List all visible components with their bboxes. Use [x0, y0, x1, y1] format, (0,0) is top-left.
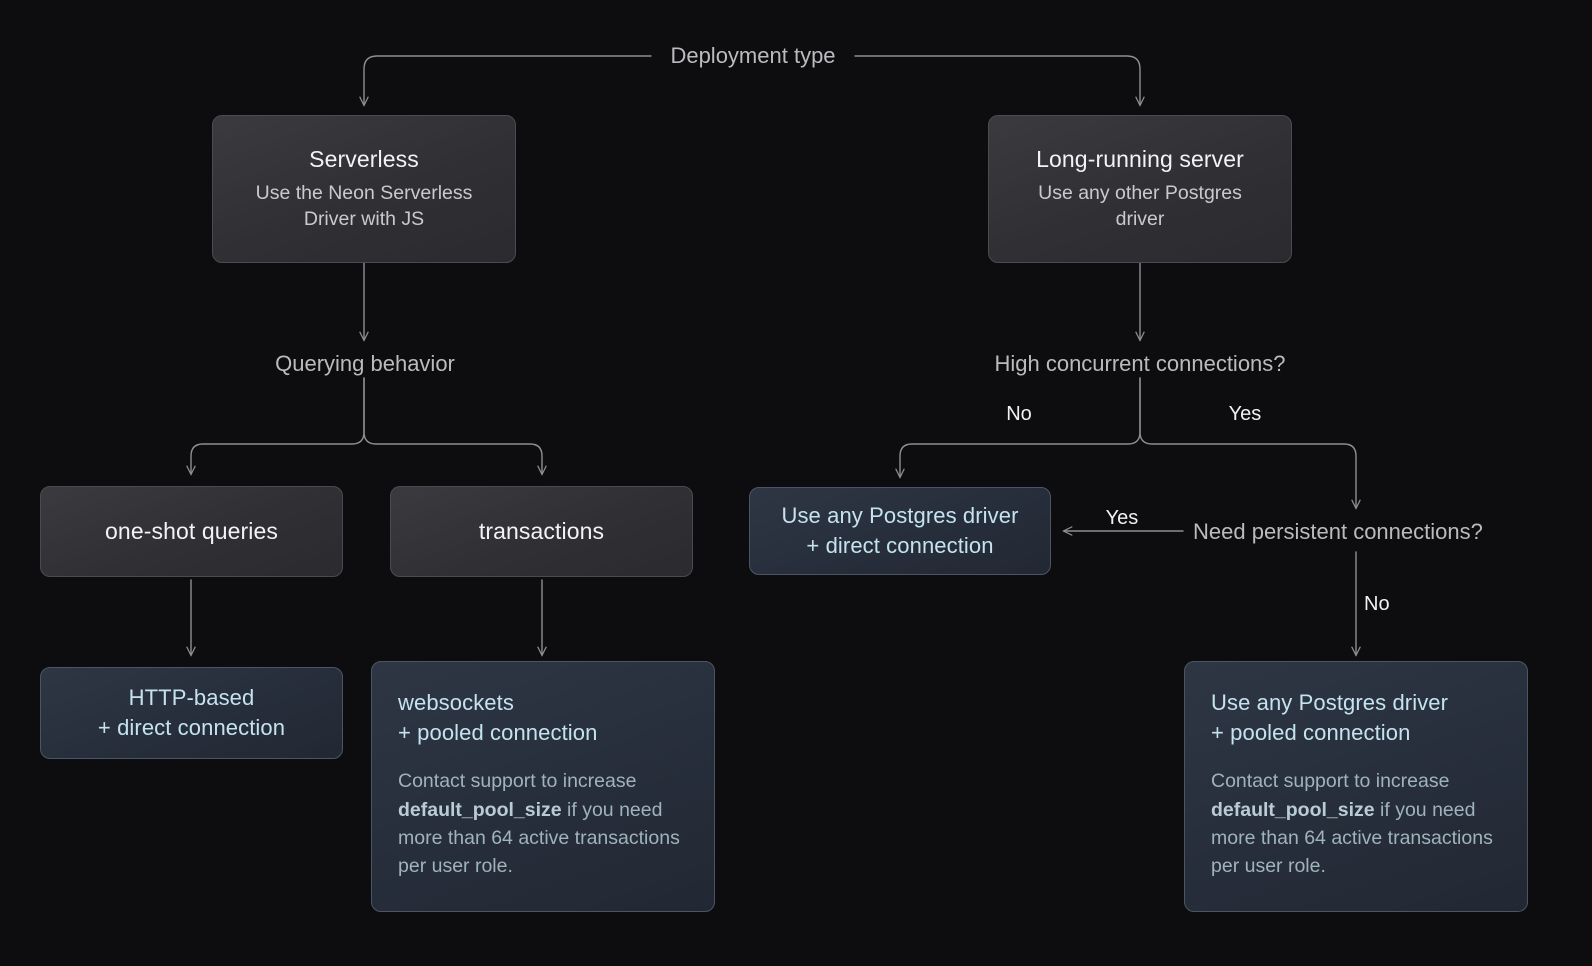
node-serverless-subtitle: Use the Neon Serverless Driver with JS	[255, 182, 473, 231]
edge-label-hcc-yes: Yes	[1228, 403, 1262, 425]
node-transactions[interactable]: transactions	[390, 486, 693, 577]
node-serverless[interactable]: Serverless Use the Neon Serverless Drive…	[212, 115, 516, 263]
node-serverless-title: Serverless	[309, 146, 419, 173]
node-websockets-pooled-title: websockets + pooled connection	[398, 690, 598, 745]
node-postgres-driver-pooled-note: Contact support to increase default_pool…	[1211, 767, 1501, 880]
node-long-running-server[interactable]: Long-running server Use any other Postgr…	[988, 115, 1292, 263]
note-text-pre: Contact support to increase	[1211, 770, 1450, 793]
decision-deployment-type: Deployment type	[670, 43, 836, 68]
note-code-default-pool-size: default_pool_size	[398, 798, 562, 821]
edge-label-npc-yes: Yes	[1105, 507, 1139, 529]
node-http-direct-title: HTTP-based + direct connection	[97, 685, 286, 740]
edge-label-hcc-no: No	[1006, 403, 1032, 425]
decision-need-persistent-connections: Need persistent connections?	[1193, 519, 1483, 544]
note-text-pre: Contact support to increase	[398, 770, 637, 793]
node-websockets-pooled-note: Contact support to increase default_pool…	[398, 767, 688, 880]
edge-label-npc-no: No	[1364, 593, 1390, 615]
node-postgres-driver-pooled[interactable]: Use any Postgres driver + pooled connect…	[1184, 661, 1528, 912]
node-long-running-server-subtitle: Use any other Postgres driver	[1038, 182, 1242, 231]
decision-querying-behavior: Querying behavior	[275, 351, 455, 376]
node-one-shot-queries[interactable]: one-shot queries	[40, 486, 343, 577]
node-transactions-title: transactions	[478, 517, 605, 544]
node-postgres-driver-direct-title: Use any Postgres driver + direct connect…	[781, 503, 1019, 558]
node-long-running-server-title: Long-running server	[1036, 146, 1244, 173]
note-text-post: if you need more than 64 active transact…	[398, 798, 680, 878]
node-postgres-driver-pooled-title: Use any Postgres driver + pooled connect…	[1211, 690, 1449, 745]
node-one-shot-queries-title: one-shot queries	[105, 517, 278, 544]
decision-high-concurrent-connections: High concurrent connections?	[994, 351, 1286, 376]
node-http-direct[interactable]: HTTP-based + direct connection	[40, 667, 343, 759]
note-code-default-pool-size: default_pool_size	[1211, 798, 1375, 821]
node-postgres-driver-direct[interactable]: Use any Postgres driver + direct connect…	[749, 487, 1051, 575]
node-websockets-pooled[interactable]: websockets + pooled connection Contact s…	[371, 661, 715, 912]
note-text-post: if you need more than 64 active transact…	[1211, 798, 1493, 878]
